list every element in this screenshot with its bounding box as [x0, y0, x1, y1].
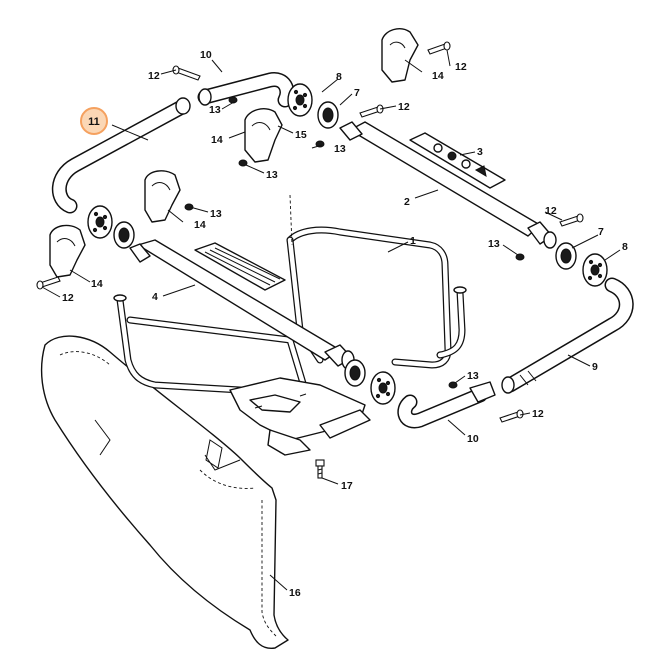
callout-11[interactable]: 11: [88, 116, 100, 128]
callout-10-bottom[interactable]: 10: [467, 433, 479, 445]
callout-12-b[interactable]: 12: [455, 61, 467, 73]
callout-12-a[interactable]: 12: [148, 70, 160, 82]
rear-axle[interactable]: [129, 239, 355, 370]
callout-13-d[interactable]: 13: [210, 208, 222, 220]
callout-12-c[interactable]: 12: [398, 101, 410, 113]
bolt-12-e[interactable]: [559, 213, 584, 227]
callout-14-b[interactable]: 14: [432, 70, 444, 82]
bolt-12-f[interactable]: [499, 409, 524, 423]
callout-13-b[interactable]: 13: [266, 169, 278, 181]
callout-8-right[interactable]: 8: [622, 241, 628, 253]
callout-7-top[interactable]: 7: [354, 87, 360, 99]
callout-7-right[interactable]: 7: [598, 226, 604, 238]
clamp-14-middle[interactable]: [244, 108, 283, 163]
callout-16[interactable]: 16: [289, 587, 301, 599]
bearing-7-bottom[interactable]: [344, 359, 366, 387]
callout-1[interactable]: 1: [410, 235, 416, 247]
callout-14-d[interactable]: 14: [91, 278, 103, 290]
bolt-12-a[interactable]: [172, 65, 201, 81]
callout-11-highlight[interactable]: [80, 107, 108, 135]
callout-14-c[interactable]: 14: [194, 219, 206, 231]
hub-8-bottom[interactable]: [370, 371, 396, 405]
callouts: 11 10 12 8 7 13 14 15 13 14 12 12 13 3 2…: [62, 49, 628, 599]
frame[interactable]: [113, 194, 467, 456]
screw-17[interactable]: [315, 459, 325, 479]
callout-13-f[interactable]: 13: [467, 370, 479, 382]
callout-13-e[interactable]: 13: [488, 238, 500, 250]
clamp-14-topright[interactable]: [381, 28, 419, 83]
callout-12-f[interactable]: 12: [532, 408, 544, 420]
bearing-7-top[interactable]: [317, 101, 339, 129]
nut-13-d[interactable]: [184, 203, 194, 211]
handle-tube-left[interactable]: [51, 97, 191, 214]
grass-bag[interactable]: [40, 335, 289, 649]
bolt-12-c[interactable]: [359, 104, 384, 118]
callout-9[interactable]: 9: [592, 361, 598, 373]
callout-17[interactable]: 17: [341, 480, 353, 492]
clamp-14-left-low[interactable]: [49, 224, 86, 278]
callout-12-d[interactable]: 12: [62, 292, 74, 304]
callout-15[interactable]: 15: [295, 129, 307, 141]
bearing-7-right[interactable]: [555, 242, 577, 270]
nut-13-c[interactable]: [238, 159, 248, 167]
hub-8-top[interactable]: [287, 83, 313, 117]
callout-14-a[interactable]: 14: [211, 134, 223, 146]
hub-8-left[interactable]: [87, 205, 113, 239]
callout-10-top[interactable]: 10: [200, 49, 212, 61]
callout-13-a[interactable]: 13: [209, 104, 221, 116]
label-strip[interactable]: [409, 132, 506, 189]
hub-8-right[interactable]: [582, 253, 608, 287]
front-axle[interactable]: [339, 121, 557, 249]
handle-tube-10-top[interactable]: [197, 72, 295, 108]
handle-tube-9[interactable]: [501, 277, 634, 394]
nut-13-e[interactable]: [515, 253, 525, 261]
callout-12-e[interactable]: 12: [545, 205, 557, 217]
callout-13-c[interactable]: 13: [334, 143, 346, 155]
nut-13-f[interactable]: [448, 381, 458, 389]
callout-8-top[interactable]: 8: [336, 71, 342, 83]
clamp-14-left-mid[interactable]: [144, 170, 181, 223]
callout-2[interactable]: 2: [404, 196, 410, 208]
bearing-7-left[interactable]: [113, 221, 135, 249]
bolt-12-b[interactable]: [427, 41, 451, 55]
callout-3[interactable]: 3: [477, 146, 483, 158]
bolt-12-d[interactable]: [36, 276, 61, 290]
leader-lines: [41, 49, 621, 591]
callout-4[interactable]: 4: [152, 291, 158, 303]
handle-tube-10-bottom[interactable]: [397, 381, 496, 429]
